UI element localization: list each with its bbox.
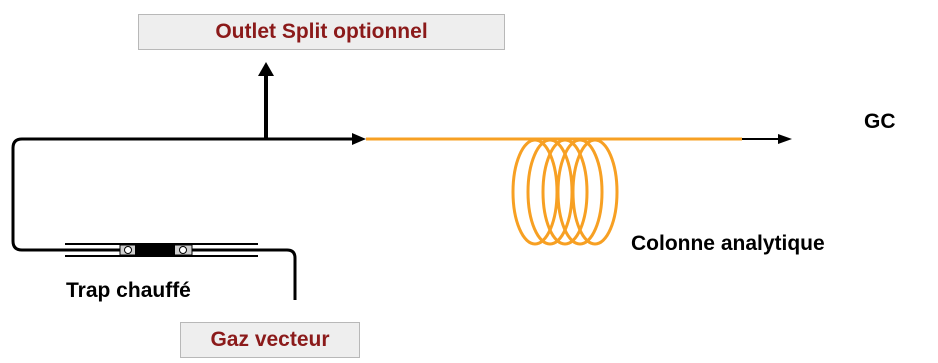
carrier-gas-label: Gaz vecteur: [180, 322, 360, 358]
gc-outlet-arrow: [778, 134, 792, 144]
outlet-split-label: Outlet Split optionnel: [138, 14, 505, 50]
arrow-to-column: [352, 133, 366, 145]
carrier-gas-line: [11, 137, 355, 300]
heated-trap-label: Trap chauffé: [66, 279, 191, 302]
split-vent-arrow: [258, 62, 274, 76]
column-coil: [511, 138, 619, 246]
heated-trap: [65, 243, 258, 257]
analytical-column-label: Colonne analytique: [631, 232, 825, 255]
gc-label: GC: [864, 110, 896, 133]
